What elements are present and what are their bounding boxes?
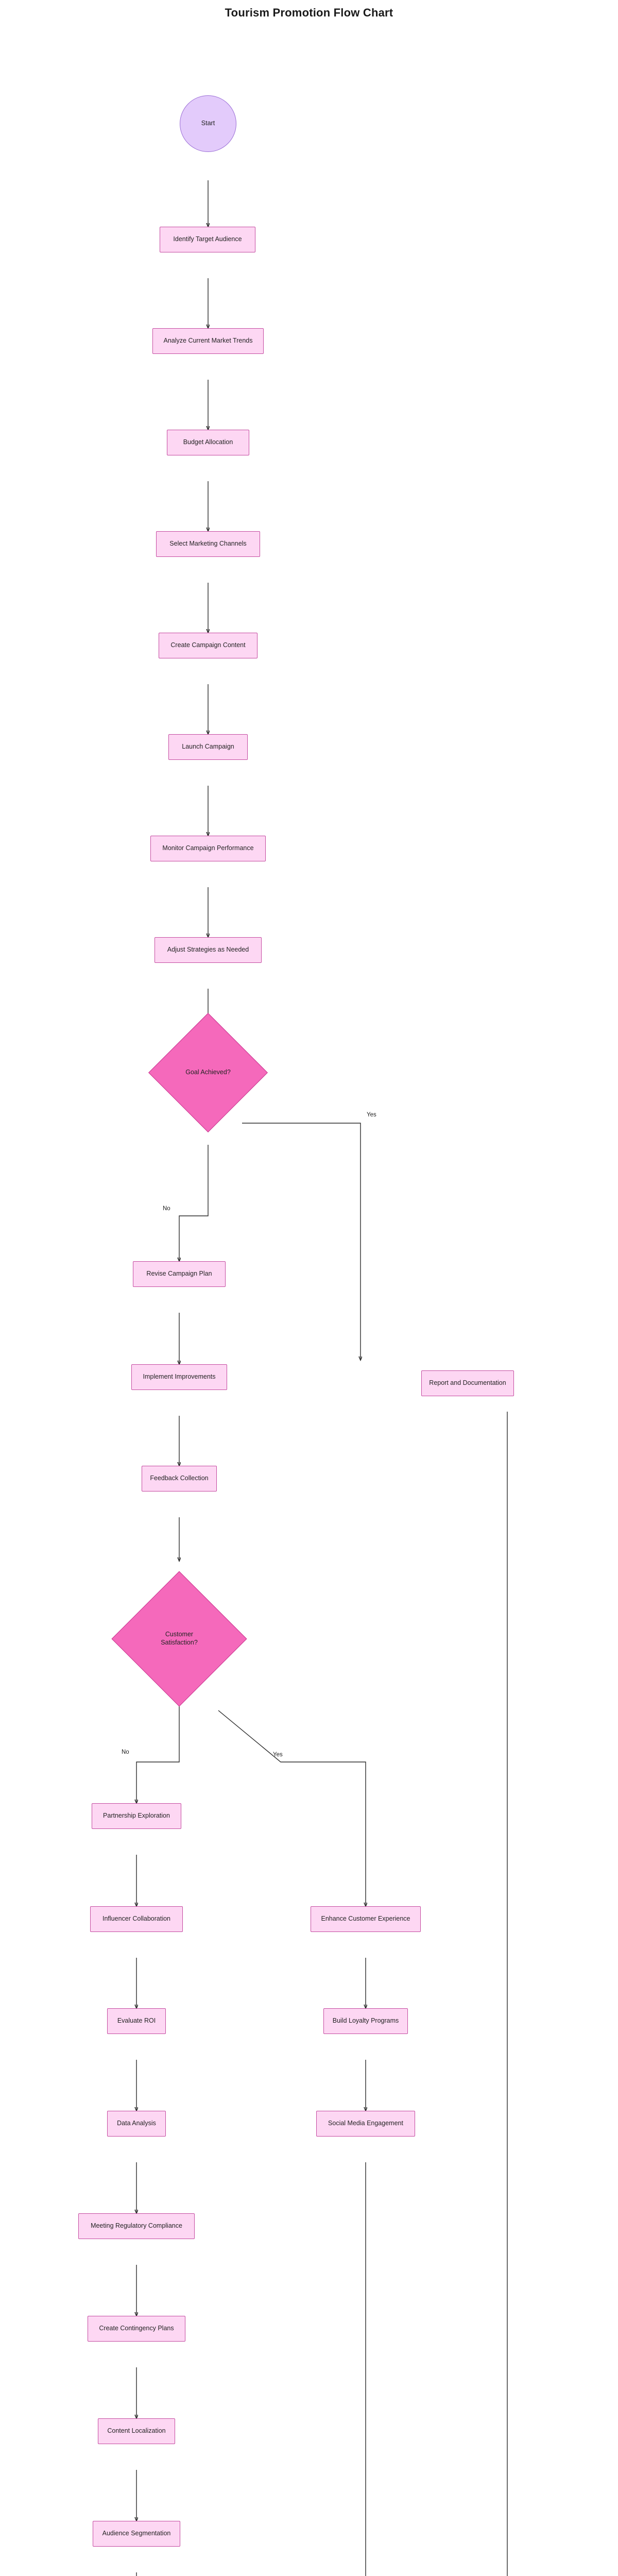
node-goal-achieved-decision[interactable] bbox=[148, 1013, 268, 1132]
node-evaluate-roi[interactable]: Evaluate ROI bbox=[107, 2008, 166, 2034]
node-build-loyalty-programs[interactable]: Build Loyalty Programs bbox=[323, 2008, 408, 2034]
node-label: Influencer Collaboration bbox=[102, 1915, 171, 1923]
node-create-campaign-content[interactable]: Create Campaign Content bbox=[159, 633, 258, 658]
node-customer-satisfaction-decision[interactable] bbox=[111, 1571, 247, 1707]
node-label: Content Localization bbox=[107, 2427, 166, 2435]
node-audience-segmentation[interactable]: Audience Segmentation bbox=[93, 2521, 180, 2547]
edge-label-goal-yes: Yes bbox=[367, 1112, 376, 1118]
node-meeting-regulatory-compliance[interactable]: Meeting Regulatory Compliance bbox=[78, 2213, 195, 2239]
node-label: Feedback Collection bbox=[150, 1475, 209, 1482]
node-label: Start bbox=[201, 120, 215, 127]
node-start[interactable]: Start bbox=[180, 95, 236, 152]
node-identify-target-audience[interactable]: Identify Target Audience bbox=[160, 227, 255, 252]
node-label: Launch Campaign bbox=[182, 743, 234, 751]
edge-label-satisfaction-yes: Yes bbox=[273, 1752, 283, 1758]
node-create-contingency-plans[interactable]: Create Contingency Plans bbox=[88, 2316, 185, 2342]
node-feedback-collection[interactable]: Feedback Collection bbox=[142, 1466, 217, 1492]
node-label: Evaluate ROI bbox=[117, 2017, 156, 2025]
node-enhance-customer-experience[interactable]: Enhance Customer Experience bbox=[311, 1906, 421, 1932]
node-report-and-documentation[interactable]: Report and Documentation bbox=[421, 1370, 514, 1396]
node-label: Implement Improvements bbox=[143, 1373, 216, 1381]
node-implement-improvements[interactable]: Implement Improvements bbox=[131, 1364, 227, 1390]
node-label: Meeting Regulatory Compliance bbox=[91, 2222, 182, 2230]
node-label: Create Contingency Plans bbox=[99, 2325, 174, 2332]
node-data-analysis[interactable]: Data Analysis bbox=[107, 2111, 166, 2137]
node-label: Social Media Engagement bbox=[328, 2120, 403, 2127]
node-budget-allocation[interactable]: Budget Allocation bbox=[167, 430, 249, 455]
node-label: Budget Allocation bbox=[183, 438, 233, 446]
node-label: Select Marketing Channels bbox=[169, 540, 247, 548]
edge-label-goal-no: No bbox=[163, 1206, 170, 1212]
node-label: Data Analysis bbox=[117, 2120, 156, 2127]
node-monitor-campaign-performance[interactable]: Monitor Campaign Performance bbox=[150, 836, 266, 861]
node-partnership-exploration[interactable]: Partnership Exploration bbox=[92, 1803, 181, 1829]
node-social-media-engagement[interactable]: Social Media Engagement bbox=[316, 2111, 415, 2137]
node-label: Adjust Strategies as Needed bbox=[167, 946, 249, 954]
page-title: Tourism Promotion Flow Chart bbox=[225, 6, 393, 19]
node-label: Monitor Campaign Performance bbox=[162, 844, 254, 852]
node-adjust-strategies-as-needed[interactable]: Adjust Strategies as Needed bbox=[154, 937, 262, 963]
node-label: Create Campaign Content bbox=[170, 641, 246, 649]
node-label: Partnership Exploration bbox=[103, 1812, 170, 1820]
edge-label-satisfaction-no: No bbox=[122, 1749, 129, 1755]
node-label: Report and Documentation bbox=[429, 1379, 506, 1387]
node-label: Identify Target Audience bbox=[173, 235, 242, 243]
node-label: Enhance Customer Experience bbox=[321, 1915, 410, 1923]
node-label: Audience Segmentation bbox=[102, 2530, 171, 2537]
node-label: Analyze Current Market Trends bbox=[163, 337, 253, 345]
node-revise-campaign-plan[interactable]: Revise Campaign Plan bbox=[133, 1261, 226, 1287]
node-influencer-collaboration[interactable]: Influencer Collaboration bbox=[90, 1906, 183, 1932]
node-select-marketing-channels[interactable]: Select Marketing Channels bbox=[156, 531, 260, 557]
node-label: Build Loyalty Programs bbox=[332, 2017, 399, 2025]
node-content-localization[interactable]: Content Localization bbox=[98, 2418, 175, 2444]
node-launch-campaign[interactable]: Launch Campaign bbox=[168, 734, 248, 760]
node-label: Revise Campaign Plan bbox=[146, 1270, 212, 1278]
node-analyze-current-market-trends[interactable]: Analyze Current Market Trends bbox=[152, 328, 264, 354]
